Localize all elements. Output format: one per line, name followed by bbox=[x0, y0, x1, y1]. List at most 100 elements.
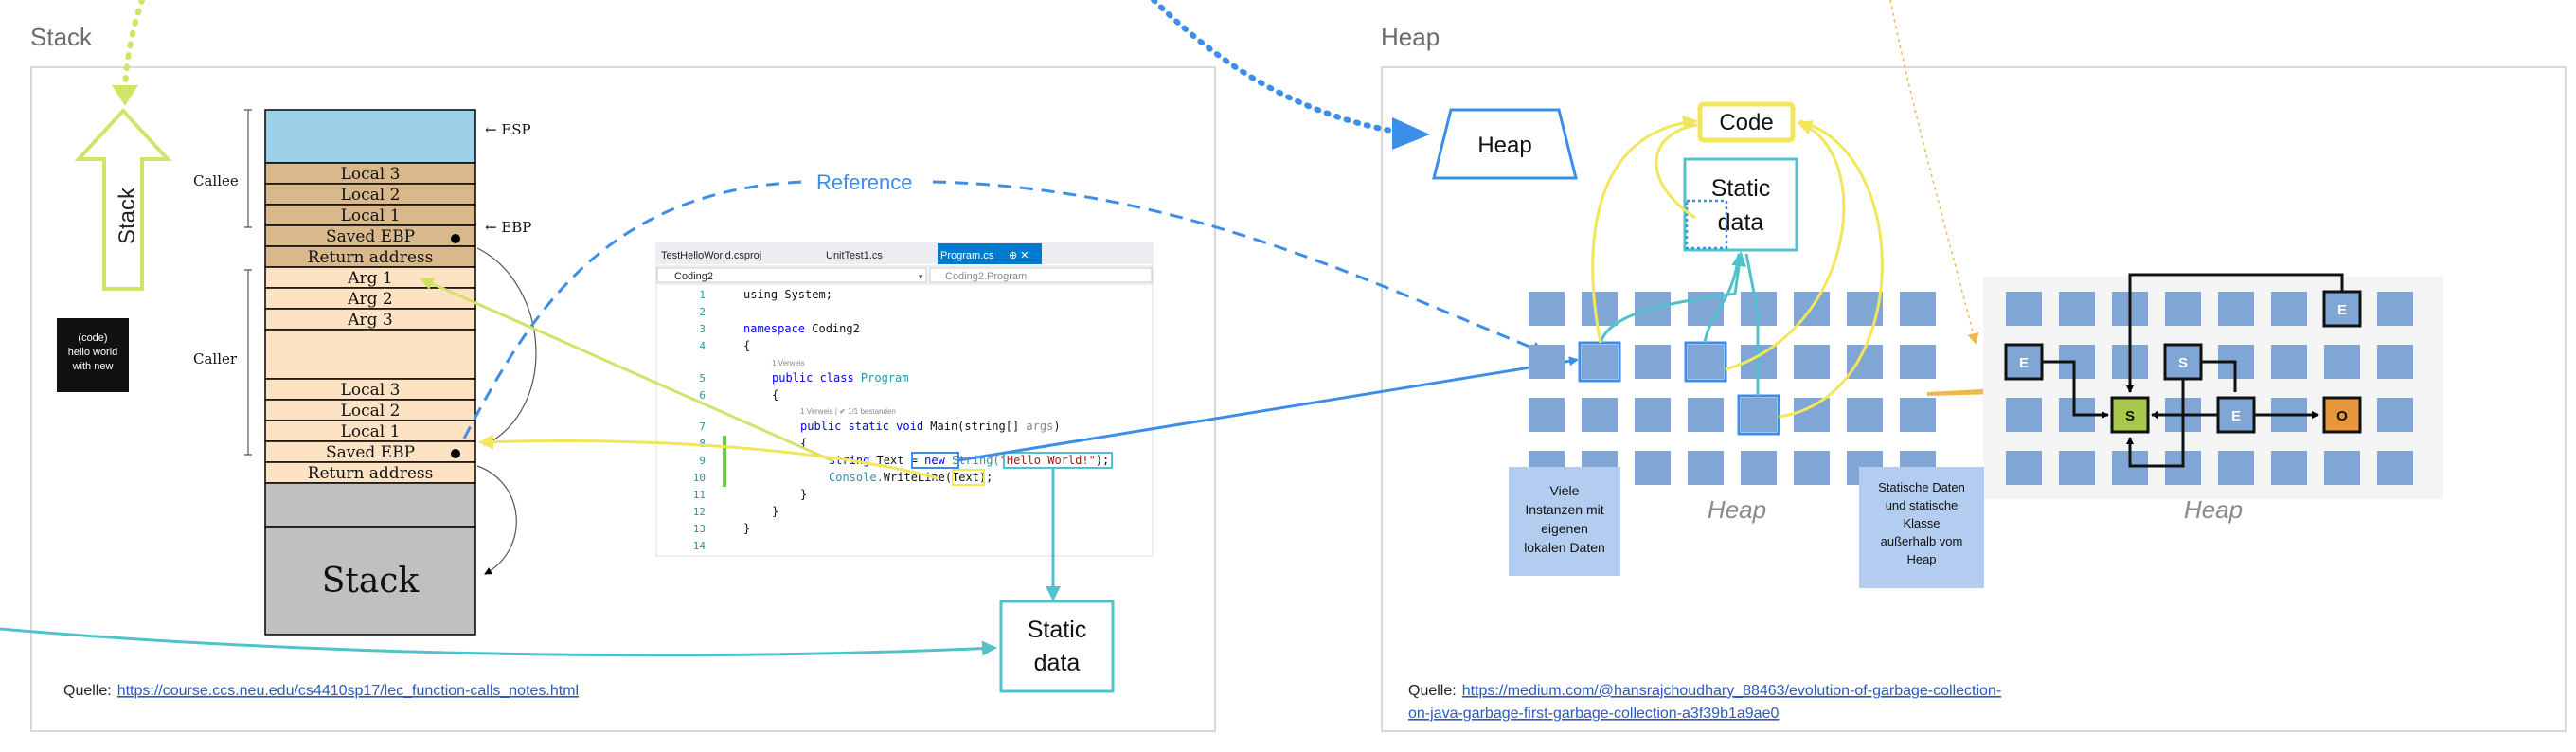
static-data-right-line1: Static bbox=[1711, 175, 1771, 202]
region-eden bbox=[2004, 343, 2044, 381]
ide-tab-icons[interactable]: ⊕ ✕ bbox=[1009, 250, 1029, 261]
code-lens-hint[interactable]: 1 Verweis | ✔ 1/1 bestanden bbox=[800, 407, 896, 416]
region-letter: E bbox=[2019, 355, 2029, 371]
dotted-heap-arrow bbox=[1151, 0, 1404, 135]
stack-frame-title: Stack bbox=[30, 23, 93, 51]
line-number: 10 bbox=[693, 472, 706, 484]
caller-bracket bbox=[244, 269, 252, 456]
region-eden bbox=[2322, 290, 2362, 328]
line-number: 5 bbox=[699, 372, 706, 385]
sticky-instances-line: eigenen bbox=[1541, 521, 1588, 536]
heap-trapezoid bbox=[1432, 108, 1578, 180]
local-var-arrow bbox=[478, 434, 939, 480]
heap-frame-title: Heap bbox=[1381, 23, 1440, 51]
sticky-code-line1: (code) bbox=[78, 332, 107, 344]
stack-cells bbox=[264, 162, 476, 636]
ide-nav-right[interactable] bbox=[929, 267, 1153, 283]
heap-grid2-label: Heap bbox=[2184, 495, 2243, 524]
heap-trapezoid-label: Heap bbox=[1477, 133, 1531, 158]
stack-arrow-label: Stack bbox=[115, 187, 140, 244]
sticky-instances-line: lokalen Daten bbox=[1524, 540, 1605, 555]
stack-cell-label: Local 1 bbox=[341, 422, 401, 441]
static-to-code-arrow bbox=[1655, 123, 1698, 220]
line-number: 13 bbox=[693, 523, 706, 535]
ide-window bbox=[655, 242, 1154, 557]
sticky-static-line: außerhalb vom bbox=[1881, 534, 1963, 548]
code-line-3: namespace Coding2 bbox=[743, 322, 860, 335]
sticky-note-static bbox=[1859, 467, 1984, 588]
sticky-static-line: Heap bbox=[1906, 552, 1936, 566]
line-number: 4 bbox=[699, 340, 706, 352]
instance-to-static-arrow bbox=[1703, 253, 1741, 344]
source-link-stack[interactable]: https://course.ccs.neu.edu/cs4410sp17/le… bbox=[117, 683, 579, 699]
region-letter: S bbox=[2178, 355, 2188, 371]
stack-cell-label: Local 2 bbox=[341, 402, 401, 421]
source-label-heap: Quelle:https://medium.com/@hansrajchoudh… bbox=[1408, 683, 2001, 699]
instance-to-code-arrow bbox=[1591, 115, 1698, 344]
stack-cell-label: Return address bbox=[308, 248, 434, 267]
dotted-gc-arrow bbox=[1889, 0, 1979, 345]
instance-to-static-arrow bbox=[1599, 251, 1747, 344]
code-line-12: } bbox=[772, 505, 778, 518]
saved-ebp-dot-callee bbox=[451, 234, 460, 243]
stack-cell-label: Local 3 bbox=[341, 381, 401, 400]
heap-frame bbox=[1381, 66, 2567, 732]
ide-tab[interactable]: TestHelloWorld.csproj bbox=[661, 250, 761, 261]
code-line-4: { bbox=[743, 339, 750, 352]
code-line-10: Console.WriteLine(Text); bbox=[829, 471, 993, 484]
ebp-label: ← EBP bbox=[485, 219, 531, 236]
static-data-right-line2: data bbox=[1718, 209, 1764, 236]
region-old bbox=[2322, 396, 2362, 434]
reference-label: Reference bbox=[816, 170, 913, 194]
incoming-teal-arrow bbox=[0, 627, 997, 657]
stack-cell-label: Arg 2 bbox=[347, 290, 393, 309]
code-line-9: string Text = new String("Hello World!")… bbox=[829, 454, 1109, 467]
stack-free-space bbox=[264, 109, 476, 164]
region-connectors bbox=[2042, 273, 2344, 468]
sticky-static-line: Klasse bbox=[1903, 516, 1940, 530]
line-number: 11 bbox=[693, 489, 706, 501]
code-line-8: { bbox=[800, 437, 807, 450]
instance-to-code-arrow bbox=[1778, 119, 1884, 419]
stack-cell-label: Arg 3 bbox=[347, 311, 393, 330]
stack-cell-label: Arg 1 bbox=[347, 269, 393, 288]
code-line-6: { bbox=[772, 388, 778, 402]
code-box bbox=[1697, 101, 1796, 143]
sticky-note-instances bbox=[1509, 467, 1620, 576]
dotted-incoming-arrow bbox=[122, 0, 145, 90]
stack-cell-label: Saved EBP bbox=[326, 443, 415, 462]
ide-nav-left[interactable] bbox=[656, 267, 927, 283]
sticky-instances-line: Viele bbox=[1550, 483, 1580, 498]
ebp-chain-arrow bbox=[476, 247, 537, 446]
line-number: 6 bbox=[699, 389, 706, 402]
line-number: 7 bbox=[699, 421, 706, 433]
highlight-text-var bbox=[952, 469, 985, 486]
args-arrow bbox=[420, 278, 834, 463]
caller-label: Caller bbox=[193, 350, 238, 367]
instance-to-static-arrow bbox=[1744, 253, 1760, 396]
esp-label: ← ESP bbox=[485, 121, 531, 138]
source-link-heap[interactable]: https://medium.com/@hansrajchoudhary_884… bbox=[1462, 683, 2001, 699]
code-lens-hint[interactable]: 1 Verweis bbox=[772, 359, 805, 367]
ide-nav-left-label: Coding2 bbox=[674, 271, 713, 282]
chevron-down-icon[interactable]: ▾ bbox=[919, 272, 923, 281]
stack-cell-label: Saved EBP bbox=[326, 227, 415, 246]
stack-growth-arrow bbox=[74, 108, 172, 291]
region-letter: E bbox=[2337, 302, 2347, 318]
code-line-7: public static void Main(string[] args) bbox=[800, 420, 1061, 433]
return-chain-arrow bbox=[476, 465, 517, 575]
sticky-code-line3: with new bbox=[72, 361, 114, 372]
ide-tab[interactable]: UnitTest1.cs bbox=[826, 250, 883, 261]
sticky-code-line2: hello world bbox=[68, 347, 118, 358]
instance-to-code-arrow bbox=[1725, 120, 1846, 371]
stack-frame bbox=[30, 66, 1216, 732]
stack-cell-label: Local 2 bbox=[341, 186, 401, 205]
line-number: 9 bbox=[699, 455, 706, 467]
ide-tab-active[interactable]: Program.cs bbox=[940, 250, 994, 261]
source-label-stack: Quelle:https://course.ccs.neu.edu/cs4410… bbox=[63, 683, 579, 699]
source-link-heap-cont[interactable]: on-java-garbage-first-garbage-collection… bbox=[1408, 706, 1779, 722]
callee-bracket bbox=[244, 109, 252, 228]
change-marker bbox=[723, 436, 726, 487]
